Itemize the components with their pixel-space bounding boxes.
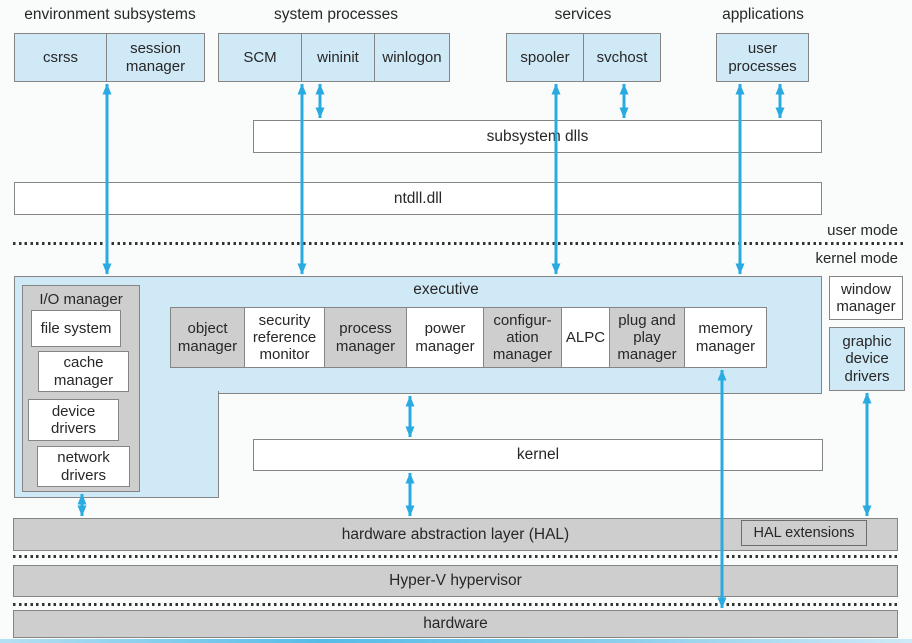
hypervisor-hardware-divider bbox=[13, 603, 898, 606]
environment-subsystems-box: csrss session manager bbox=[14, 33, 205, 82]
section-label-system-processes: system processes bbox=[273, 6, 399, 23]
user-kernel-divider bbox=[13, 242, 903, 245]
bottom-accent-strip bbox=[0, 639, 912, 643]
kernel-mode-label: kernel mode bbox=[815, 250, 898, 267]
system-processes-box: SCM wininit winlogon bbox=[218, 33, 450, 82]
hal-extensions-box: HAL extensions bbox=[741, 520, 867, 546]
box-security-reference-monitor: security reference monitor bbox=[244, 308, 324, 367]
io-manager-box: I/O manager file system cache manager de… bbox=[22, 285, 140, 492]
section-label-services: services bbox=[554, 6, 612, 23]
box-object-manager: object manager bbox=[171, 308, 244, 367]
box-file-system: file system bbox=[31, 310, 121, 347]
kernel-bar: kernel bbox=[253, 439, 823, 471]
box-memory-manager: memory manager bbox=[684, 308, 766, 367]
executive-label: executive bbox=[413, 281, 479, 298]
box-graphic-device-drivers: graphic device drivers bbox=[829, 327, 905, 391]
box-configuration-manager: configur-ation manager bbox=[483, 308, 561, 367]
ntdll-bar: ntdll.dll bbox=[14, 182, 822, 215]
box-window-manager: window manager bbox=[829, 276, 903, 320]
hypervisor-bar: Hyper-V hypervisor bbox=[13, 565, 898, 597]
user-mode-label: user mode bbox=[827, 222, 898, 239]
box-session-manager: session manager bbox=[106, 34, 204, 81]
box-device-drivers: device drivers bbox=[28, 399, 119, 441]
section-label-applications: applications bbox=[722, 6, 804, 23]
io-manager-label: I/O manager bbox=[39, 291, 123, 308]
box-cache-manager: cache manager bbox=[38, 351, 129, 392]
hal-hypervisor-divider bbox=[13, 555, 898, 558]
services-box: spooler svchost bbox=[506, 33, 661, 82]
executive-components-row: object manager security reference monito… bbox=[170, 307, 767, 368]
applications-box: user processes bbox=[716, 33, 809, 82]
section-label-environment-subsystems: environment subsystems bbox=[24, 6, 196, 23]
box-spooler: spooler bbox=[520, 48, 570, 66]
box-winlogon: winlogon bbox=[374, 34, 449, 81]
box-scm: SCM bbox=[243, 48, 277, 66]
box-svchost: svchost bbox=[583, 34, 660, 81]
box-power-manager: power manager bbox=[406, 308, 483, 367]
subsystem-dlls-bar: subsystem dlls bbox=[253, 120, 822, 153]
box-alpc: ALPC bbox=[561, 308, 609, 367]
box-wininit: wininit bbox=[301, 34, 374, 81]
hardware-bar: hardware bbox=[13, 610, 898, 638]
box-process-manager: process manager bbox=[324, 308, 406, 367]
box-network-drivers: network drivers bbox=[37, 446, 130, 487]
box-csrss: csrss bbox=[43, 48, 78, 66]
box-plug-and-play-manager: plug and play manager bbox=[609, 308, 684, 367]
box-user-processes: user processes bbox=[728, 40, 797, 75]
